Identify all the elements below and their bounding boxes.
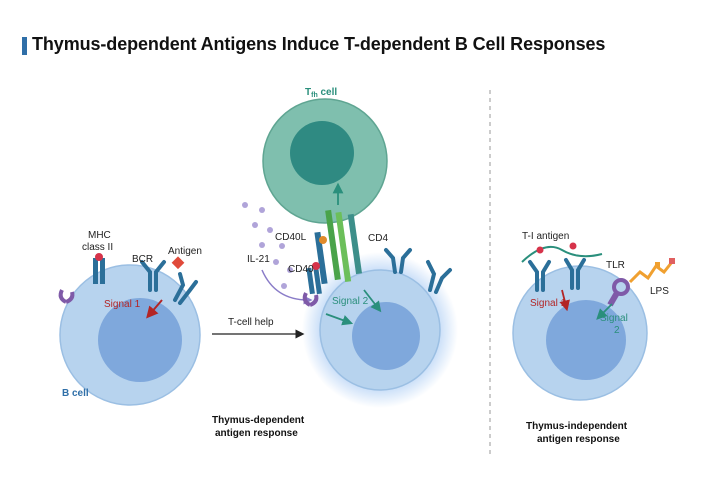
il21-arrow <box>261 269 313 305</box>
mhc-label-line2: class II <box>82 242 113 253</box>
signal2-label: Signal 2 <box>332 296 369 307</box>
t-cell-help-label: T-cell help <box>228 317 274 328</box>
bcr-antigen-icon <box>173 272 198 305</box>
antigen-icon <box>171 256 185 270</box>
ti-bcr-icons <box>528 258 586 292</box>
tfh-cell-nucleus <box>290 121 354 185</box>
td-caption-line2: antigen response <box>215 428 298 439</box>
ti-caption-line2: antigen response <box>537 434 620 445</box>
td-caption-line1: Thymus-dependent <box>212 415 305 426</box>
ti-b-cell-nucleus <box>546 300 626 380</box>
ti-antigen-strand <box>521 246 603 263</box>
page-title: Thymus-dependent Antigens Induce T-depen… <box>32 34 606 54</box>
lps-icon <box>628 261 674 284</box>
ti-antigen-label: T-I antigen <box>522 231 569 242</box>
b-cell-label: B cell <box>62 388 89 399</box>
il21-receptor-icon <box>302 292 319 307</box>
mhc-class-ii-icon <box>93 253 105 284</box>
cd40-label: CD40 <box>288 264 314 275</box>
ti-signal2-label-line2: 2 <box>614 325 620 336</box>
cd4-label: CD4 <box>368 233 388 244</box>
activated-b-cell-nucleus <box>352 302 420 370</box>
ti-signal1-label: Signal 1 <box>530 298 567 309</box>
il21-dots <box>242 202 293 289</box>
ti-signal2-label-line1: Signal <box>600 313 628 324</box>
receptor-complex <box>306 209 363 295</box>
signal2-arrow-left <box>325 313 354 326</box>
middle-group: Tfh cell <box>212 87 458 439</box>
il21-label: IL-21 <box>247 254 270 265</box>
title-accent-bar <box>22 37 27 55</box>
b-cell-nucleus <box>98 298 182 382</box>
antigen-label: Antigen <box>168 246 202 257</box>
signal1-arrow <box>146 299 163 319</box>
left-receptor-icon <box>58 289 75 304</box>
activated-bcr-icons <box>384 248 452 294</box>
left-b-cell-group: MHC class II BCR Antigen Signal 1 B cell <box>58 230 202 406</box>
ti-caption-line1: Thymus-independent <box>526 421 628 432</box>
tfh-cell-label: Tfh cell <box>305 87 337 99</box>
cd40l-label: CD40L <box>275 232 307 243</box>
signal2-arrow <box>363 289 382 313</box>
tlr-label: TLR <box>606 260 625 271</box>
right-group: T-I antigen TLR LPS Signal 1 Signal 2 Th… <box>512 231 675 445</box>
ti-signal2-arrow <box>596 303 613 320</box>
bcr-label: BCR <box>132 254 153 265</box>
signal1-label: Signal 1 <box>104 299 141 310</box>
ti-signal1-arrow <box>559 289 570 312</box>
tlr-icon <box>607 278 630 307</box>
lps-label: LPS <box>650 286 669 297</box>
mhc-label-line1: MHC <box>88 230 111 241</box>
bcr-icon <box>140 260 166 292</box>
